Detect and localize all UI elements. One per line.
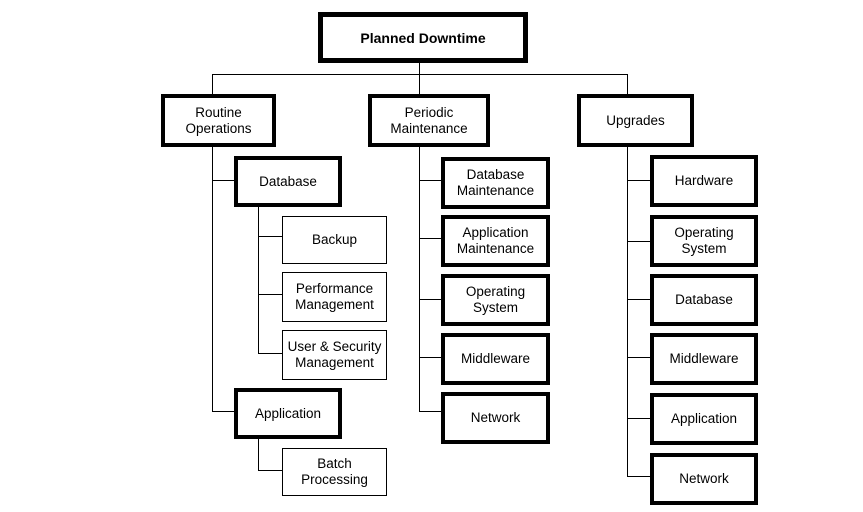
connector bbox=[627, 74, 628, 96]
connector bbox=[258, 206, 259, 354]
connector bbox=[212, 74, 628, 75]
connector bbox=[258, 294, 282, 295]
routine-operations-node: Routine Operations bbox=[161, 94, 276, 147]
upgrades-network-node: Network bbox=[650, 453, 758, 505]
connector bbox=[627, 418, 651, 419]
application-maintenance-node: Application Maintenance bbox=[441, 215, 550, 267]
connector bbox=[627, 180, 651, 181]
connector bbox=[212, 146, 213, 412]
connector bbox=[212, 74, 213, 96]
hardware-node: Hardware bbox=[650, 155, 758, 207]
connector bbox=[419, 411, 443, 412]
connector bbox=[627, 357, 651, 358]
root-node: Planned Downtime bbox=[318, 12, 528, 63]
performance-management-node: Performance Management bbox=[282, 272, 387, 322]
routine-application-node: Application bbox=[234, 388, 342, 439]
connector bbox=[627, 146, 628, 477]
connector bbox=[419, 62, 420, 74]
connector bbox=[258, 438, 259, 471]
periodic-middleware-node: Middleware bbox=[441, 333, 550, 385]
connector bbox=[419, 74, 420, 96]
connector bbox=[419, 238, 443, 239]
upgrades-database-node: Database bbox=[650, 274, 758, 326]
connector bbox=[419, 299, 443, 300]
connector bbox=[419, 357, 443, 358]
connector bbox=[258, 236, 282, 237]
connector bbox=[258, 470, 282, 471]
periodic-maintenance-node: Periodic Maintenance bbox=[368, 94, 490, 147]
database-maintenance-node: Database Maintenance bbox=[441, 157, 550, 209]
connector bbox=[627, 241, 651, 242]
connector bbox=[419, 180, 443, 181]
connector bbox=[258, 353, 282, 354]
upgrades-middleware-node: Middleware bbox=[650, 333, 758, 385]
connector bbox=[212, 411, 236, 412]
backup-node: Backup bbox=[282, 216, 387, 264]
connector bbox=[212, 180, 236, 181]
upgrades-node: Upgrades bbox=[577, 94, 694, 147]
upgrades-application-node: Application bbox=[650, 393, 758, 445]
upgrades-operating-system-node: Operating System bbox=[650, 215, 758, 267]
connector bbox=[419, 146, 420, 412]
user-security-management-node: User & Security Management bbox=[282, 330, 387, 380]
routine-database-node: Database bbox=[234, 156, 342, 207]
periodic-operating-system-node: Operating System bbox=[441, 274, 550, 326]
periodic-network-node: Network bbox=[441, 392, 550, 444]
connector bbox=[627, 299, 651, 300]
connector bbox=[627, 476, 651, 477]
batch-processing-node: Batch Processing bbox=[282, 448, 387, 496]
